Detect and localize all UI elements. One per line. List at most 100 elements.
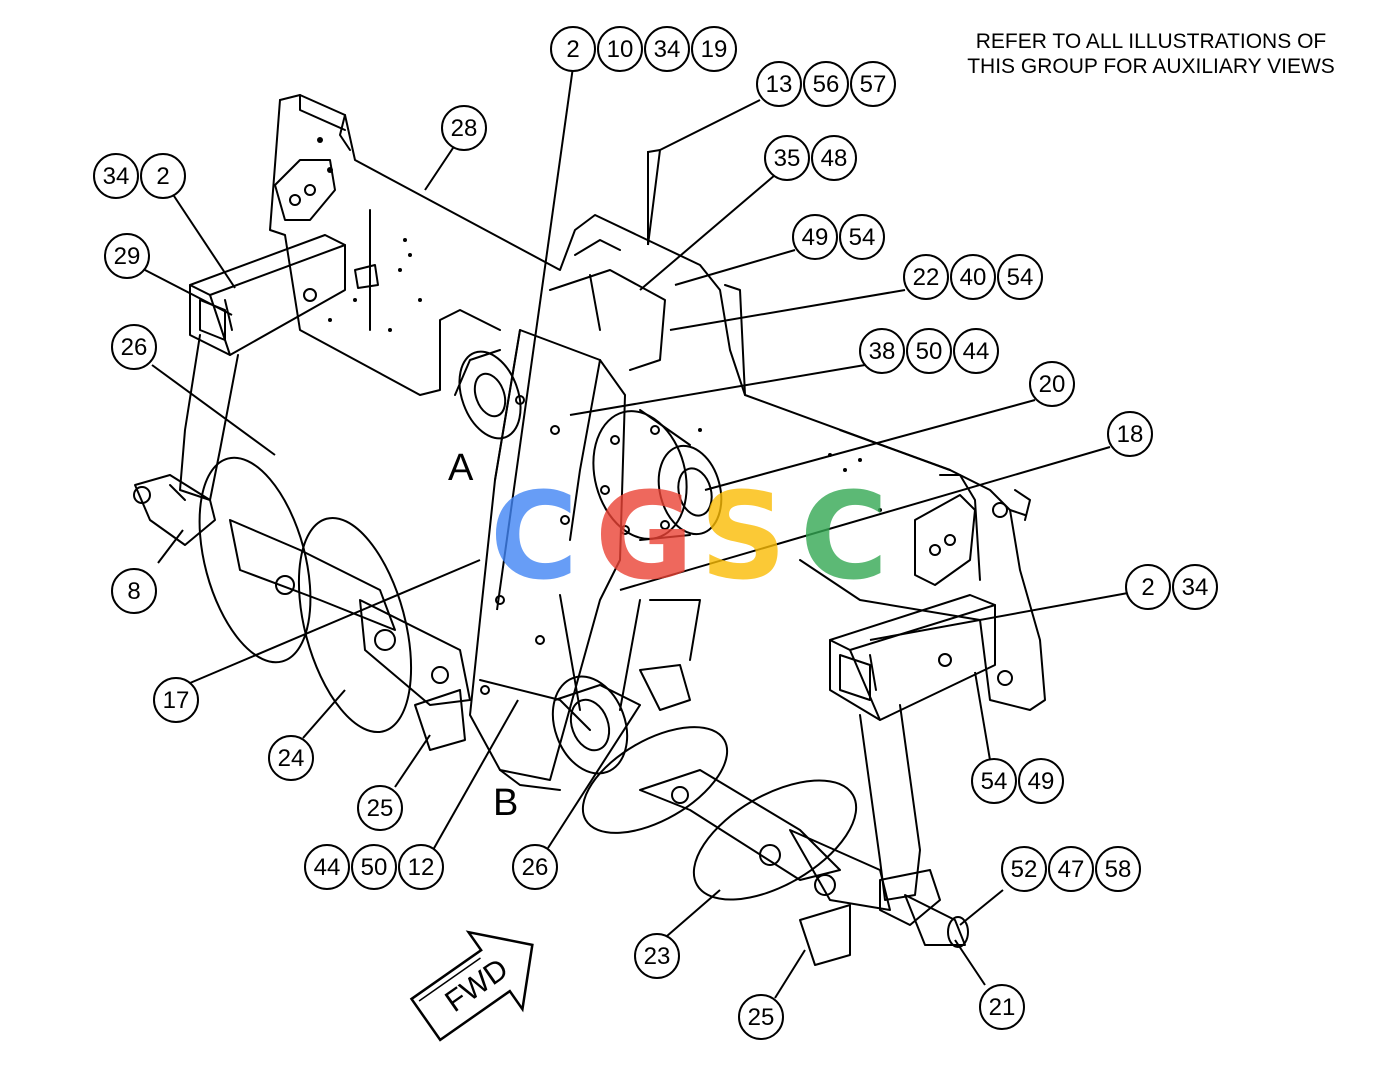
callout-bubble [950, 254, 996, 300]
callout-bubble [351, 844, 397, 890]
part-number-label: 2 [1141, 574, 1154, 601]
callout-group: 18 [1107, 411, 1153, 457]
callout-bubble [756, 61, 802, 107]
part-number-label: 34 [103, 163, 130, 190]
note-line-1: REFER TO ALL ILLUSTRATIONS OF [975, 30, 1327, 53]
callout-group: 17 [153, 677, 199, 723]
callout-bubble [153, 677, 199, 723]
part-number-label: 52 [1011, 856, 1038, 883]
part-number-label: 44 [963, 338, 990, 365]
left-hitch-bracket [189, 159, 379, 356]
callout-group: 28 [441, 105, 487, 151]
flange-bearing [592, 409, 723, 541]
part-number-label: 13 [766, 71, 793, 98]
callout-bubble [441, 105, 487, 151]
callout-bubble [903, 254, 949, 300]
left-auger [198, 456, 471, 751]
callout-bubble [140, 153, 186, 199]
part-number-label: 38 [869, 338, 896, 365]
callout-bubble [398, 844, 444, 890]
main-mounting-plate [269, 94, 1046, 711]
callout-group: 25 [357, 785, 403, 831]
view-label-b: B [493, 782, 519, 824]
note-line-2: THIS GROUP FOR AUXILIARY VIEWS [967, 55, 1335, 78]
callout-bubble [803, 61, 849, 107]
callout-group: 21 [979, 984, 1025, 1030]
callout-group: 8 [111, 568, 157, 614]
callout-bubble [811, 135, 857, 181]
part-number-label: 2 [156, 163, 169, 190]
upper-bearing-hub [454, 349, 522, 440]
callout-bubble [906, 328, 952, 374]
lower-hub [551, 675, 641, 775]
callout-bubble [953, 328, 999, 374]
callout-group: 29 [104, 233, 150, 279]
callout-bubble [104, 233, 150, 279]
part-number-label: 34 [654, 36, 681, 63]
callout-bubble [1001, 846, 1047, 892]
part-number-label: 2 [566, 36, 579, 63]
callout-bubble [550, 26, 596, 72]
callout-group: 24 [268, 735, 314, 781]
part-number-label: 20 [1039, 371, 1066, 398]
part-number-label: 23 [644, 943, 671, 970]
callout-bubble [111, 568, 157, 614]
part-number-label: 40 [960, 264, 987, 291]
callout-group: 35 48 [764, 135, 857, 181]
gearbox-housing [469, 239, 666, 791]
part-number-label: 26 [121, 334, 148, 361]
callout-bubble [997, 254, 1043, 300]
part-number-label: 35 [774, 145, 801, 172]
part-number-label: 25 [367, 795, 394, 822]
part-number-label: 54 [981, 768, 1008, 795]
part-number-label: 17 [163, 687, 190, 714]
part-number-label: 58 [1105, 856, 1132, 883]
part-number-label: 28 [451, 115, 478, 142]
watermark-letter-3: S [700, 468, 786, 607]
part-number-label: 47 [1058, 856, 1085, 883]
callout-bubble [1029, 361, 1075, 407]
callout-bubble [971, 758, 1017, 804]
callout-group: 23 [634, 933, 680, 979]
part-number-label: 8 [127, 578, 140, 605]
callout-bubble [644, 26, 690, 72]
callout-group: 26 [111, 324, 157, 370]
part-number-label: 10 [607, 36, 634, 63]
callout-bubble [93, 153, 139, 199]
watermark-letter-1: C [490, 468, 578, 607]
callout-bubble [268, 735, 314, 781]
callout-bubble [691, 26, 737, 72]
callout-bubble [1107, 411, 1153, 457]
part-number-label: 12 [408, 854, 435, 881]
callout-bubble [304, 844, 350, 890]
part-number-label: 29 [114, 243, 141, 270]
callout-group: 25 [738, 994, 784, 1040]
left-arm [133, 334, 239, 546]
part-number-label: 26 [522, 854, 549, 881]
part-number-label: 48 [821, 145, 848, 172]
part-number-label: 50 [916, 338, 943, 365]
part-number-label: 22 [913, 264, 940, 291]
callout-group: 26 [512, 844, 558, 890]
forward-arrow-icon: FWD [409, 930, 534, 1042]
part-number-label: 56 [813, 71, 840, 98]
part-number-label: 54 [849, 224, 876, 251]
callout-bubble [1018, 758, 1064, 804]
part-number-label: 50 [361, 854, 388, 881]
part-number-label: 25 [748, 1004, 775, 1031]
leader-lines [144, 66, 1129, 999]
callout-bubble [859, 328, 905, 374]
part-number-label: 18 [1117, 421, 1144, 448]
callout-bubble [357, 785, 403, 831]
callout-bubble [1095, 846, 1141, 892]
part-number-label: 57 [860, 71, 887, 98]
watermark-letter-2: G [595, 468, 694, 607]
